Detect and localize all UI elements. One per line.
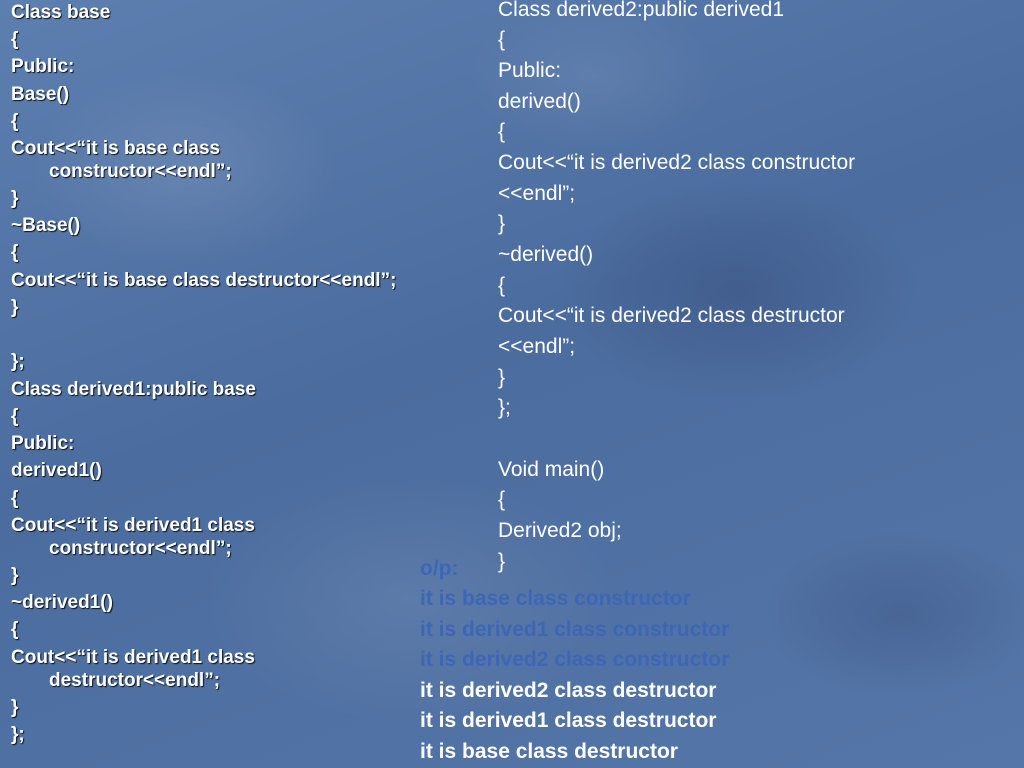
code-line: { [11, 406, 19, 427]
code-line: { [498, 28, 506, 51]
output-line: it is base class constructor [420, 587, 691, 610]
code-line: { [498, 120, 506, 143]
code-line: constructor<<endl”; [49, 161, 232, 182]
output-line: it is derived1 class constructor [420, 618, 730, 641]
code-line: { [11, 111, 19, 132]
code-line: } [498, 550, 506, 573]
code-line: } [11, 697, 19, 718]
output-block: o/p: it is base class constructor it is … [420, 0, 1010, 768]
output-label: o/p: [420, 557, 459, 580]
code-line: } [11, 188, 19, 209]
output-line: it is derived2 class constructor [420, 648, 730, 671]
left-code-block: Class base { Public: Base() { Cout<<“it … [11, 0, 511, 768]
code-line: Cout<<“it is derived1 class [11, 515, 255, 536]
code-line: }; [11, 724, 25, 745]
code-line: { [498, 274, 506, 297]
code-line: Public: [11, 56, 75, 77]
code-line: { [11, 619, 19, 640]
code-line: Public: [498, 59, 562, 82]
code-line: { [11, 488, 19, 509]
code-line: Cout<<“it is derived1 class [11, 647, 255, 668]
code-line: { [11, 242, 19, 263]
code-line: Derived2 obj; [498, 519, 622, 542]
code-line: Cout<<“it is derived2 class destructor [498, 304, 845, 327]
output-line: it is derived1 class destructor [420, 709, 717, 732]
code-line: Class derived2:public derived1 [498, 0, 784, 21]
output-line: it is derived2 class destructor [420, 679, 717, 702]
code-line: ~Base() [11, 215, 81, 236]
code-line: Class derived1:public base [11, 379, 256, 400]
code-line: } [498, 366, 506, 389]
code-line: constructor<<endl”; [49, 538, 232, 559]
code-line: ~derived1() [11, 592, 113, 613]
right-code-block: Class derived2:public derived1 { Public:… [498, 0, 1018, 580]
code-line: } [498, 212, 506, 235]
code-line: }; [11, 351, 25, 372]
code-line: Cout<<“it is base class [11, 138, 221, 159]
output-line: it is base class destructor [420, 740, 678, 763]
code-line: { [498, 488, 506, 511]
code-line: derived() [498, 90, 581, 113]
code-line: }; [498, 396, 511, 419]
code-line: Class base [11, 2, 111, 23]
code-line: <<endl”; [498, 335, 576, 358]
code-line: derived1() [11, 460, 102, 481]
code-line: { [11, 29, 19, 50]
code-line: } [11, 565, 19, 586]
code-line: Cout<<“it is base class destructor<<endl… [11, 270, 397, 291]
code-line: } [11, 297, 19, 318]
code-line: Public: [11, 433, 75, 454]
code-line: ~derived() [498, 243, 594, 266]
code-line: destructor<<endl”; [49, 670, 221, 691]
code-line: Void main() [498, 458, 605, 481]
code-line: <<endl”; [498, 182, 576, 205]
code-line: Base() [11, 84, 70, 105]
code-line: Cout<<“it is derived2 class constructor [498, 151, 856, 174]
